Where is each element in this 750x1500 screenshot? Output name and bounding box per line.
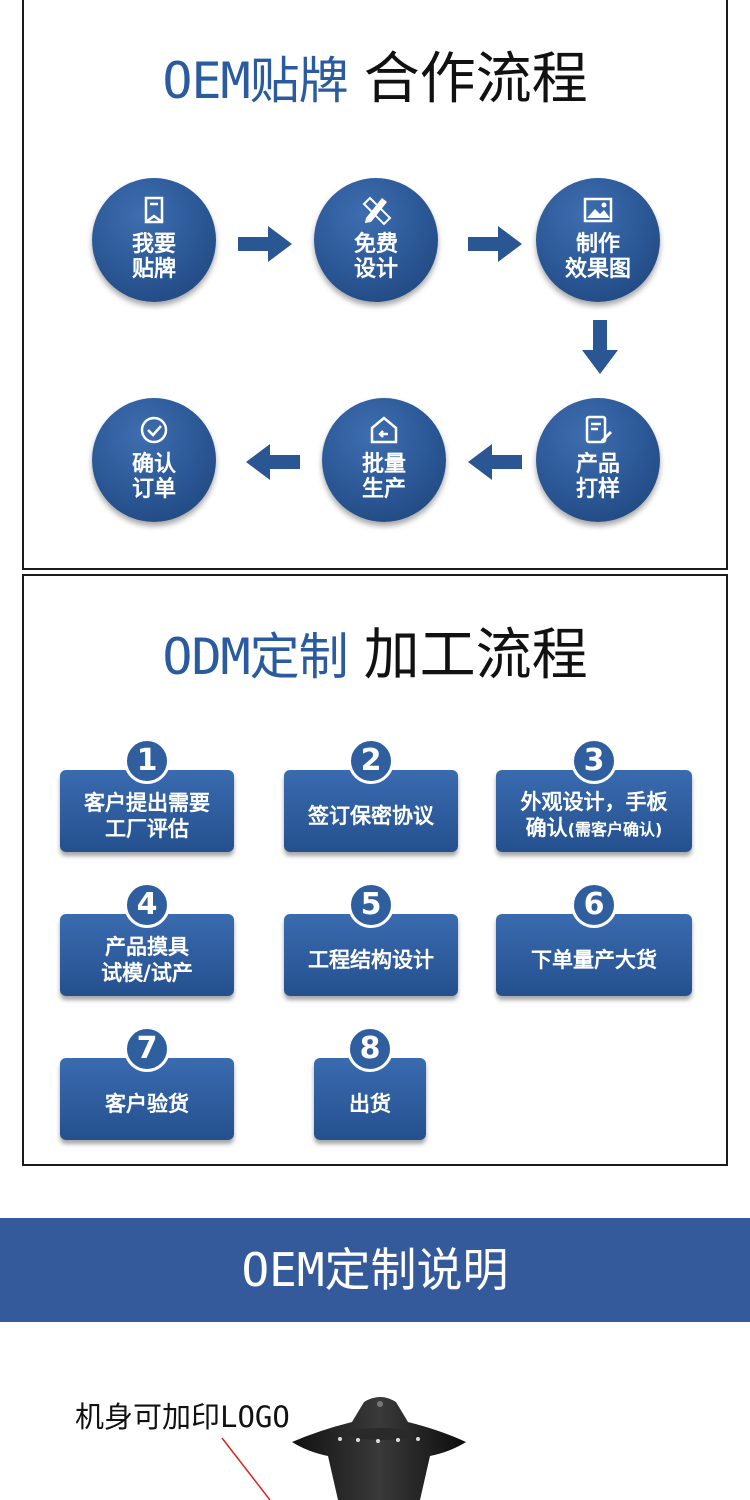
step-label-line2: 工厂评估	[105, 817, 189, 841]
step-label-line1: 确认	[131, 452, 176, 477]
step-number: 8	[347, 1026, 393, 1072]
edit-document-icon	[582, 414, 614, 446]
arrow-right-icon	[238, 226, 292, 262]
product-image	[280, 1392, 480, 1500]
arrow-left-icon	[468, 444, 522, 480]
step-label-line2: 确认	[525, 816, 568, 840]
step-number: 3	[571, 738, 617, 784]
arrow-right-icon	[468, 226, 522, 262]
odm-step-5: 5 工程结构设计	[284, 882, 458, 996]
step-label-line2: 设计	[353, 257, 398, 282]
banner-title: OEM定制说明	[241, 1243, 509, 1297]
step-number: 5	[348, 882, 394, 928]
warehouse-icon	[368, 414, 400, 446]
step-label-line1: 客户提出需要	[84, 791, 210, 815]
oem-title-rest: 合作流程	[363, 47, 588, 112]
step-label-line2: 生产	[361, 477, 406, 502]
odm-step-6: 6 下单量产大货	[496, 882, 692, 996]
odm-step-4: 4 产品摸具 试模/试产	[60, 882, 234, 996]
step-label-note: (需客户确认)	[567, 820, 663, 839]
step-number: 6	[571, 882, 617, 928]
oem-step-sample: 产品打样	[536, 398, 660, 522]
odm-title-rest: 加工流程	[363, 623, 588, 688]
step-label-line2: 贴牌	[131, 257, 176, 282]
check-circle-icon	[138, 414, 170, 446]
odm-step-2: 2 签订保密协议	[284, 738, 458, 852]
step-label-line1: 我要	[131, 232, 176, 257]
oem-title-highlight: OEM贴牌	[162, 52, 348, 110]
odm-step-7: 7 客户验货	[60, 1026, 234, 1140]
step-label-line2: 订单	[131, 477, 176, 502]
odm-process-panel: ODM定制加工流程 1 客户提出需要 工厂评估 2 签订保密协议 3 外观设计，…	[22, 574, 728, 1166]
oem-step-confirm-order: 确认订单	[92, 398, 216, 522]
step-label-line2: 试模/试产	[101, 961, 193, 985]
oem-process-panel: OEM贴牌合作流程 我要贴牌 免费设计 制作效果图 产品打样	[22, 0, 728, 570]
step-label-line1: 批量	[361, 452, 406, 477]
pencil-ruler-icon	[360, 194, 392, 226]
odm-step-8: 8 出货	[314, 1026, 426, 1140]
odm-title-highlight: ODM定制	[162, 628, 348, 686]
step-number: 2	[348, 738, 394, 784]
odm-step-1: 1 客户提出需要 工厂评估	[60, 738, 234, 852]
step-label-line1: 工程结构设计	[308, 948, 434, 972]
oem-step-rendering: 制作效果图	[536, 178, 660, 302]
odm-process-title: ODM定制加工流程	[24, 624, 726, 689]
arrow-left-icon	[246, 444, 300, 480]
step-box: 工程结构设计	[284, 914, 458, 996]
step-label-line1: 出货	[349, 1092, 391, 1116]
step-number: 7	[124, 1026, 170, 1072]
logo-print-note: 机身可加印LOGO	[75, 1400, 290, 1434]
oem-custom-banner: OEM定制说明	[0, 1218, 750, 1322]
odm-step-3: 3 外观设计，手板 确认(需客户确认)	[496, 738, 692, 852]
step-label-line1: 外观设计，手板	[520, 790, 668, 814]
step-label-line1: 产品	[575, 452, 620, 477]
step-number: 4	[124, 882, 170, 928]
image-icon	[582, 194, 614, 226]
step-label-line1: 签订保密协议	[308, 804, 434, 828]
step-label-line2: 效果图	[564, 257, 631, 282]
step-label-line1: 客户验货	[105, 1092, 189, 1116]
step-label-line1: 免费	[353, 232, 398, 257]
step-number: 1	[124, 738, 170, 784]
bookmark-icon	[138, 194, 170, 226]
oem-step-free-design: 免费设计	[314, 178, 438, 302]
oem-step-mass-production: 批量生产	[322, 398, 446, 522]
step-label-line1: 制作	[575, 232, 620, 257]
arrow-down-icon	[582, 320, 618, 374]
step-label-line2: 打样	[575, 477, 620, 502]
step-label-line1: 产品摸具	[105, 935, 189, 959]
step-label-line1: 下单量产大货	[531, 948, 657, 972]
oem-process-title: OEM贴牌合作流程	[24, 48, 726, 113]
oem-step-want-oem: 我要贴牌	[92, 178, 216, 302]
